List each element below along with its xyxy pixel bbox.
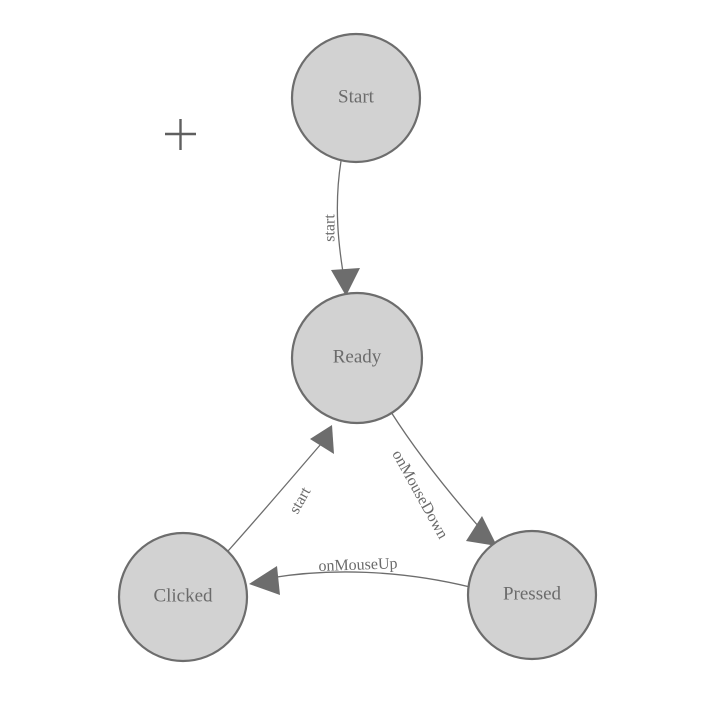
node-ready-label: Ready <box>333 346 382 367</box>
node-pressed-circle[interactable] <box>466 529 598 661</box>
node-ready-circle[interactable] <box>290 291 424 425</box>
edge-label-pressed-to-clicked: onMouseUp <box>318 555 398 575</box>
node-clicked-circle[interactable] <box>117 531 249 663</box>
node-start-circle[interactable] <box>290 32 422 164</box>
node-start-label: Start <box>338 86 375 107</box>
node-clicked-label: Clicked <box>153 585 213 606</box>
edge-label-clicked-to-ready: start <box>286 484 314 517</box>
edge-path-ready-to-pressed <box>390 411 488 537</box>
edge-label-ready-to-pressed: onMouseDown <box>388 447 451 542</box>
edge-clicked-to-ready[interactable]: start <box>227 425 334 552</box>
arrowhead-start-to-ready <box>331 268 360 296</box>
node-ready[interactable]: Ready <box>290 291 424 425</box>
edge-path-clicked-to-ready <box>227 443 322 552</box>
arrowhead-clicked-to-ready <box>310 425 334 454</box>
edge-start-to-ready[interactable]: start <box>322 160 360 296</box>
arrowhead-pressed-to-clicked <box>249 566 280 595</box>
node-clicked[interactable]: Clicked <box>117 531 249 663</box>
crosshair-marker-icon <box>165 119 196 150</box>
edge-path-pressed-to-clicked <box>269 571 471 588</box>
edge-pressed-to-clicked[interactable]: onMouseUp <box>249 555 471 595</box>
arrowhead-ready-to-pressed <box>466 516 497 546</box>
node-start[interactable]: Start <box>290 32 422 164</box>
edge-ready-to-pressed[interactable]: onMouseDown <box>388 411 497 546</box>
node-pressed-label: Pressed <box>503 583 562 604</box>
edge-label-start-to-ready: start <box>322 214 339 242</box>
node-pressed[interactable]: Pressed <box>466 529 598 661</box>
